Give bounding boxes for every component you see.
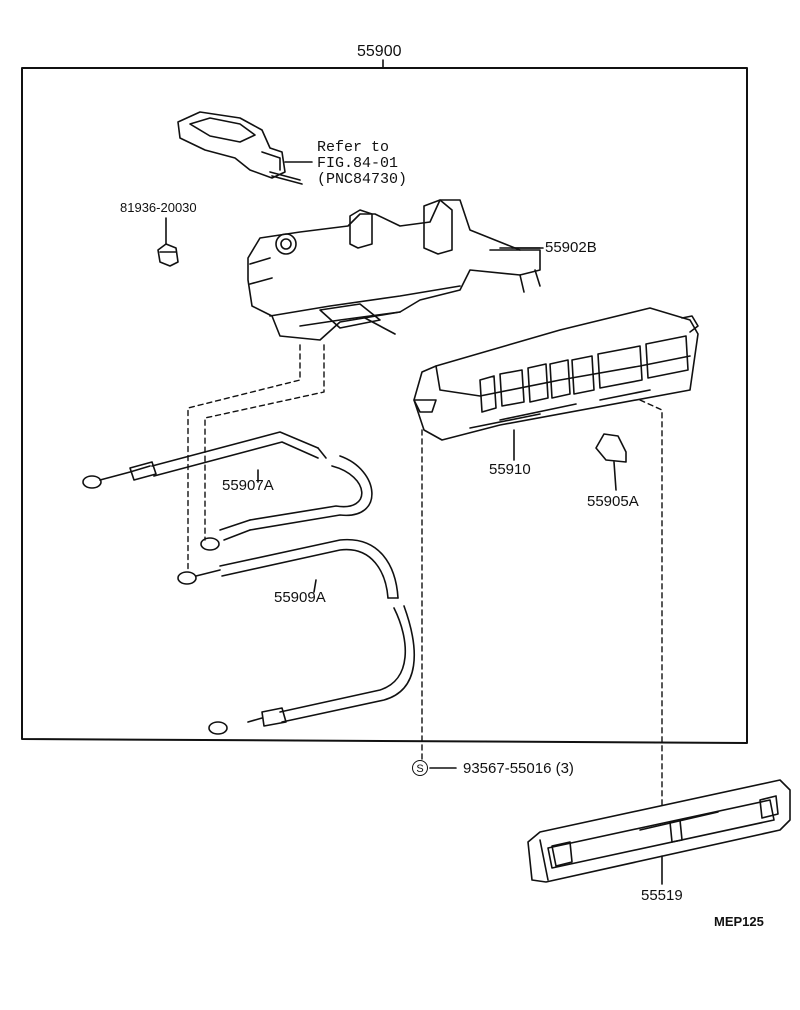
control-unit-part — [413, 307, 699, 461]
figure-code: MEP125 — [714, 914, 764, 929]
assembly-frame — [21, 67, 748, 744]
knob-part — [595, 433, 627, 491]
dashed-guide-2 — [204, 344, 325, 541]
dashed-guide-4 — [639, 399, 663, 806]
assembly-number-label: 55900 — [357, 43, 402, 60]
reference-note: Refer to FIG.84-01 (PNC84730) — [317, 140, 407, 188]
screw-part-number: 93567-55016 (3) — [463, 760, 574, 777]
cable-b-part — [177, 538, 416, 735]
reference-line-1: Refer to — [317, 139, 390, 156]
bolt-part-number: 81936-20030 — [120, 200, 197, 215]
reference-line-2: FIG.84-01 — [317, 155, 399, 172]
relay-connector-part — [177, 111, 313, 185]
bracket-part — [247, 199, 544, 341]
panel-part-number: 55519 — [641, 887, 683, 904]
reference-line-3: (PNC84730) — [317, 171, 408, 188]
panel-part — [527, 779, 791, 885]
knob-part-number: 55905A — [587, 493, 639, 510]
dashed-guide-1 — [187, 344, 301, 571]
bracket-part-number: 55902B — [545, 239, 597, 256]
cable-a-part-number: 55907A — [222, 477, 274, 494]
control-unit-part-number: 55910 — [489, 461, 531, 478]
cable-b-part-number: 55909A — [274, 589, 326, 606]
bolt-part — [157, 217, 179, 267]
screw-symbol: S — [412, 760, 428, 776]
cable-a-part — [82, 431, 373, 551]
